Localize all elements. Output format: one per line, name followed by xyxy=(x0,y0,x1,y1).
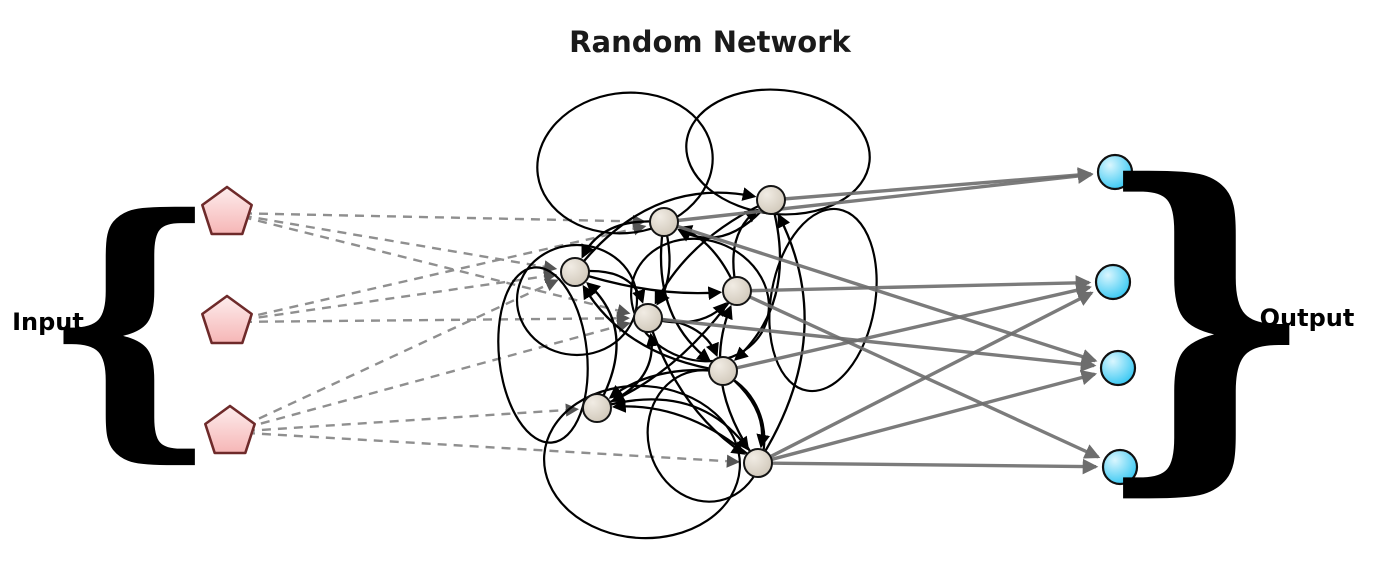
recurrent-edge xyxy=(582,284,724,373)
input-edges-layer xyxy=(226,211,741,468)
nodes-layer xyxy=(201,153,1139,486)
output-edge xyxy=(736,289,1101,459)
output-brace: } xyxy=(1091,108,1319,525)
recurrent-loop xyxy=(497,266,589,444)
output-node xyxy=(1099,349,1137,387)
recurrent-loop xyxy=(536,91,714,235)
input-edge xyxy=(229,279,559,434)
recurrent-loop xyxy=(542,384,742,540)
hidden-node xyxy=(756,185,786,215)
recurrent-edge xyxy=(596,398,750,451)
hidden-node xyxy=(649,207,679,237)
recurrent-edge xyxy=(574,187,757,273)
input-brace: { xyxy=(40,158,220,487)
output-edge xyxy=(663,220,1098,365)
hidden-node xyxy=(633,303,663,333)
input-edge xyxy=(229,319,631,434)
output-node xyxy=(1096,153,1134,191)
recurrent-edge xyxy=(757,213,806,464)
output-edge xyxy=(757,369,1098,465)
input-node xyxy=(204,404,256,455)
output-edge xyxy=(736,275,1092,293)
recurrent-edge xyxy=(610,290,738,403)
recurrent-edge xyxy=(654,198,772,305)
output-edge xyxy=(647,316,1097,372)
output-label: Output xyxy=(1260,304,1355,332)
output-edge xyxy=(663,168,1094,224)
input-label: Input xyxy=(12,308,84,336)
input-edge xyxy=(226,222,647,324)
input-edge xyxy=(226,211,558,274)
recurrent-edge xyxy=(646,317,746,455)
hidden-node xyxy=(743,448,773,478)
recurrent-edge xyxy=(574,270,723,301)
recurrent-edge xyxy=(586,282,618,409)
input-edge xyxy=(229,430,741,468)
input-edge xyxy=(226,211,646,228)
input-edge xyxy=(226,311,630,325)
recurrent-loops-layer xyxy=(497,88,878,540)
output-node xyxy=(1101,448,1139,486)
hidden-node xyxy=(708,356,738,386)
output-edge xyxy=(770,167,1094,202)
recurrent-loop xyxy=(768,207,878,393)
input-edge xyxy=(226,211,631,317)
input-edge xyxy=(226,269,558,324)
hidden-node xyxy=(722,276,752,306)
input-edge xyxy=(229,403,580,434)
output-edge xyxy=(757,458,1099,475)
output-node xyxy=(1094,263,1132,301)
output-edges-layer xyxy=(647,167,1101,475)
diagram-title: Random Network xyxy=(569,25,851,59)
hidden-node xyxy=(582,393,612,423)
input-node xyxy=(201,185,253,236)
recurrent-loop xyxy=(646,369,766,503)
input-node xyxy=(201,294,253,345)
output-edge xyxy=(722,282,1092,373)
hidden-node xyxy=(560,257,590,287)
